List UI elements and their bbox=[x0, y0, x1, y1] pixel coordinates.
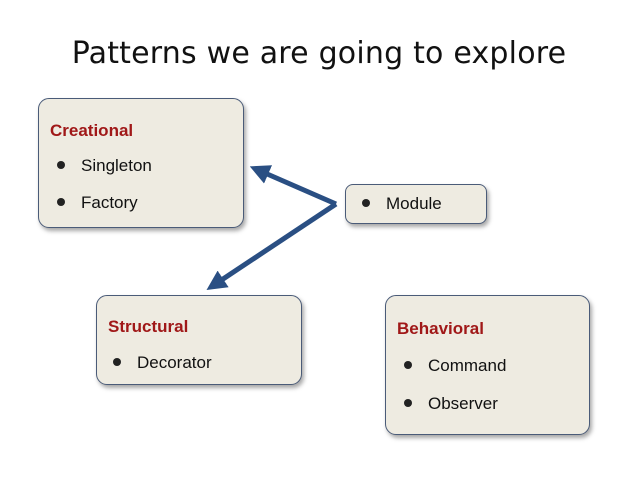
creational-box: Creational Singleton Factory bbox=[38, 98, 244, 228]
list-item: Observer bbox=[404, 394, 498, 414]
list-item: Singleton bbox=[57, 156, 152, 176]
arrow-module-to-creational bbox=[249, 165, 337, 207]
list-item: Decorator bbox=[113, 353, 212, 373]
arrow-module-to-structural bbox=[206, 201, 338, 290]
bullet-icon bbox=[362, 198, 370, 207]
list-item-label: Decorator bbox=[137, 353, 212, 372]
bullet-icon bbox=[57, 160, 65, 169]
structural-heading: Structural bbox=[108, 317, 189, 336]
structural-box: Structural Decorator bbox=[96, 295, 302, 385]
bullet-icon bbox=[404, 398, 412, 407]
list-item: Module bbox=[362, 194, 442, 214]
module-box: Module bbox=[345, 184, 487, 224]
list-item: Factory bbox=[57, 193, 138, 213]
list-item: Command bbox=[404, 356, 506, 376]
creational-heading: Creational bbox=[50, 121, 134, 140]
behavioral-heading: Behavioral bbox=[397, 319, 484, 338]
bullet-icon bbox=[57, 197, 65, 206]
list-item-label: Module bbox=[386, 194, 442, 213]
list-item-label: Singleton bbox=[81, 156, 152, 175]
slide-title: Patterns we are going to explore bbox=[71, 36, 567, 71]
behavioral-box: Behavioral Command Observer bbox=[385, 295, 590, 435]
list-item-label: Observer bbox=[428, 394, 498, 413]
list-item-label: Factory bbox=[81, 193, 138, 212]
list-item-label: Command bbox=[428, 356, 507, 375]
bullet-icon bbox=[404, 360, 412, 369]
bullet-icon bbox=[113, 357, 121, 366]
